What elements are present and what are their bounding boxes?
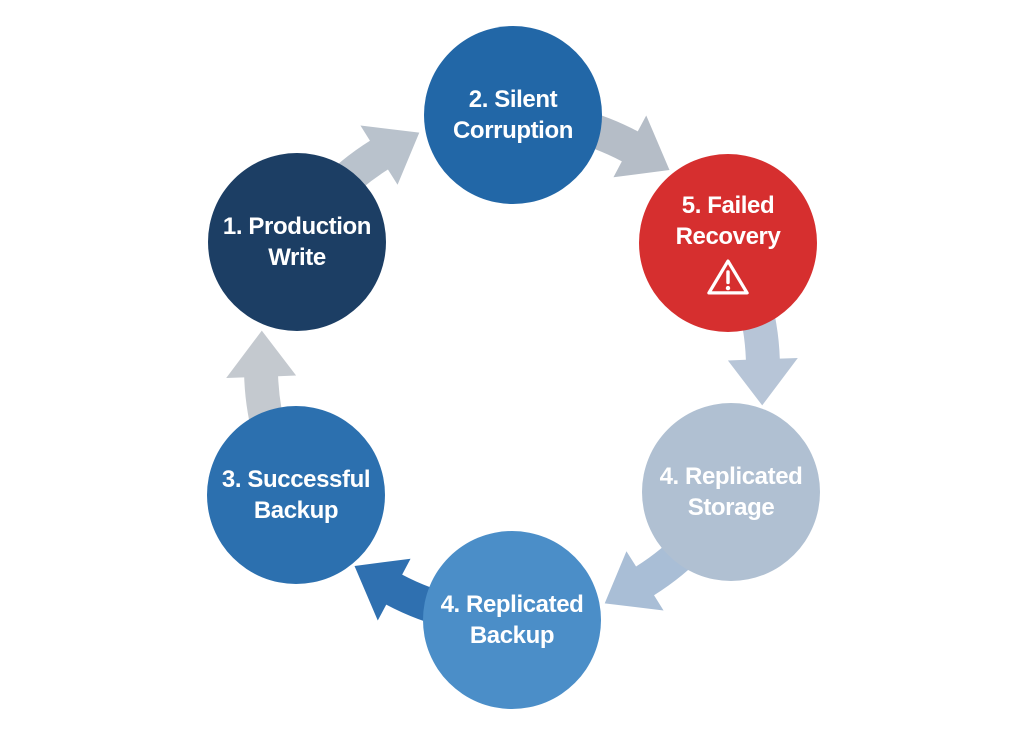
node-successful-backup: 3. Successful Backup (207, 406, 385, 584)
node-label-line: 1. Production (222, 213, 372, 240)
node-label-line: 3. Successful (221, 466, 371, 493)
node-label-line: 4. Replicated (440, 591, 584, 618)
node-label-line: Storage (687, 494, 775, 521)
node-label-line: Write (268, 244, 326, 271)
warning-triangle-icon (706, 257, 750, 297)
node-silent-corruption: 2. Silent Corruption (424, 26, 602, 204)
node-failed-recovery: 5. Failed Recovery (639, 154, 817, 332)
node-label-line: 4. Replicated (659, 463, 803, 490)
node-label-line: 2. Silent (468, 86, 558, 113)
node-label-line: Corruption (453, 117, 573, 144)
node-label-line: Backup (469, 622, 555, 649)
node-production-write: 1. Production Write (208, 153, 386, 331)
node-label-line: Backup (253, 497, 339, 524)
node-replicated-backup: 4. Replicated Backup (423, 531, 601, 709)
node-label-line: Recovery (675, 222, 781, 250)
node-label-line: 5. Failed (681, 191, 775, 219)
node-replicated-storage: 4. Replicated Storage (642, 403, 820, 581)
